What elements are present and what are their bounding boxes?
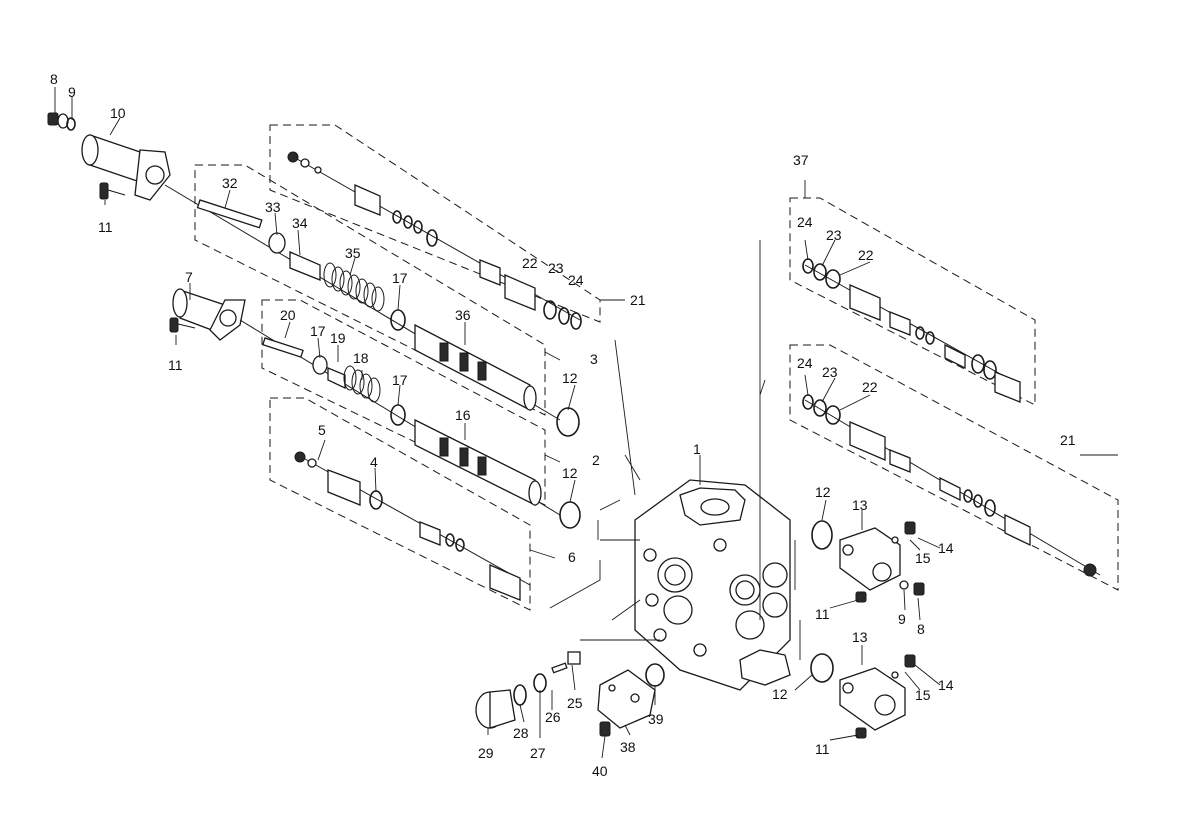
callout-3: 3 — [590, 351, 598, 367]
callout-24: 24 — [568, 272, 584, 288]
group-21-right-outline — [789, 344, 1119, 591]
callout-11: 11 — [168, 357, 183, 373]
callout-12: 12 — [562, 370, 578, 386]
callout-17: 17 — [392, 270, 408, 286]
group-2-outline — [261, 299, 546, 506]
spool-2-assembly — [239, 319, 581, 529]
callout-35: 35 — [345, 245, 361, 261]
valve-body — [634, 479, 791, 691]
callout-12: 12 — [562, 465, 578, 481]
callout-23: 23 — [822, 364, 838, 380]
callout-6: 6 — [568, 549, 576, 565]
callout-39: 39 — [648, 711, 664, 727]
callout-9: 9 — [898, 611, 906, 627]
callout-13: 13 — [852, 497, 868, 513]
callout-21: 21 — [1060, 432, 1076, 448]
callout-7: 7 — [185, 269, 193, 285]
callout-numbers: 8 9 10 11 32 33 34 35 17 36 7 11 20 17 1… — [50, 71, 1076, 779]
cover-13-upper — [811, 520, 925, 603]
relief-valve-21-top — [287, 151, 582, 330]
callout-23: 23 — [826, 227, 842, 243]
callout-20: 20 — [280, 307, 296, 323]
relief-valve-21-right — [802, 394, 1101, 577]
relief-valve-37 — [802, 258, 1021, 403]
cover-38-assembly — [597, 663, 665, 737]
callout-1: 1 — [693, 441, 701, 457]
callout-9: 9 — [68, 84, 76, 100]
cover-13-lower — [810, 653, 916, 739]
callout-17: 17 — [392, 372, 408, 388]
callout-28: 28 — [513, 725, 529, 741]
callout-4: 4 — [370, 454, 378, 470]
callout-5: 5 — [318, 422, 326, 438]
callout-32: 32 — [222, 175, 238, 191]
callout-38: 38 — [620, 739, 636, 755]
callout-8: 8 — [50, 71, 58, 87]
callout-12: 12 — [772, 686, 788, 702]
callout-22: 22 — [522, 255, 538, 271]
callout-11: 11 — [98, 219, 113, 235]
callout-15: 15 — [915, 550, 931, 566]
callout-22: 22 — [862, 379, 878, 395]
callout-27: 27 — [530, 745, 546, 761]
callout-23: 23 — [548, 260, 564, 276]
callout-24: 24 — [797, 355, 813, 371]
callout-12: 12 — [815, 484, 831, 500]
callout-13: 13 — [852, 629, 868, 645]
callout-14: 14 — [938, 540, 954, 556]
group-37-outline — [789, 197, 1036, 406]
leader-lines — [54, 87, 941, 759]
callout-22: 22 — [858, 247, 874, 263]
plug-29-assembly — [475, 651, 581, 729]
callout-37: 37 — [793, 152, 809, 168]
callout-18: 18 — [353, 350, 369, 366]
callout-11: 11 — [815, 741, 830, 757]
callout-25: 25 — [567, 695, 583, 711]
callout-26: 26 — [545, 709, 561, 725]
callout-17: 17 — [310, 323, 326, 339]
callout-14: 14 — [938, 677, 954, 693]
callout-34: 34 — [292, 215, 308, 231]
callout-19: 19 — [330, 330, 346, 346]
callout-16: 16 — [455, 407, 471, 423]
cap-7-assembly — [169, 288, 246, 341]
callout-15: 15 — [915, 687, 931, 703]
callout-11: 11 — [815, 606, 830, 622]
group-6-outline — [269, 397, 531, 611]
callout-10: 10 — [110, 105, 126, 121]
callout-33: 33 — [265, 199, 281, 215]
callout-24: 24 — [797, 214, 813, 230]
relief-valve-6 — [294, 451, 531, 601]
callout-29: 29 — [478, 745, 494, 761]
group-21-top-outline — [269, 124, 601, 323]
callout-36: 36 — [455, 307, 471, 323]
callout-2: 2 — [592, 452, 600, 468]
callout-40: 40 — [592, 763, 608, 779]
cap-10-assembly — [47, 112, 171, 201]
group-3-outline — [194, 164, 546, 416]
callout-8: 8 — [917, 621, 925, 637]
spool-3-assembly — [164, 184, 580, 437]
callout-21: 21 — [630, 292, 646, 308]
